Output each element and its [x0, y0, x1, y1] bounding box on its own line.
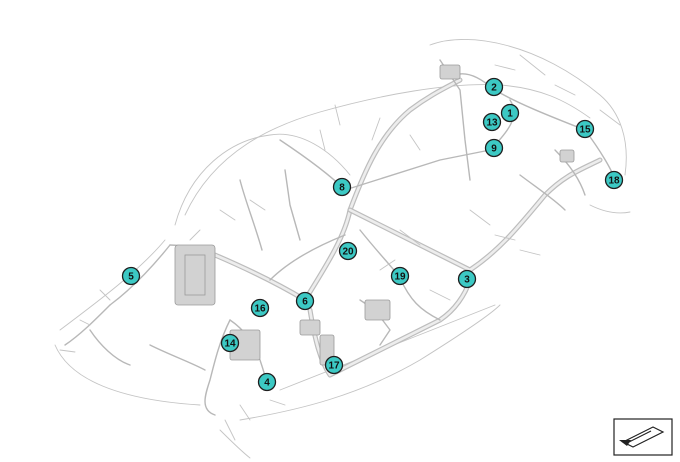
callout-13: 13 [482, 112, 502, 132]
callout-15: 15 [575, 119, 595, 139]
callout-9: 9 [484, 138, 504, 158]
callout-marker [484, 77, 504, 97]
callout-label: 5 [128, 272, 134, 283]
callout-label: 20 [342, 247, 354, 258]
callout-label: 3 [464, 275, 470, 286]
callout-label: 19 [394, 272, 406, 283]
callout-8: 8 [332, 177, 352, 197]
callout-14: 14 [220, 333, 240, 353]
callout-label: 18 [608, 176, 620, 187]
callout-marker [295, 291, 315, 311]
callout-19: 19 [390, 266, 410, 286]
callout-marker [338, 241, 358, 261]
callout-label: 2 [491, 83, 497, 94]
callout-label: 13 [486, 118, 498, 129]
callout-20: 20 [338, 241, 358, 261]
callout-label: 8 [339, 183, 345, 194]
callout-label: 14 [224, 339, 236, 350]
vehicle-outline [54, 39, 631, 459]
callout-group: 1 2 3 4 5 6 8 9 13 14 15 16 17 18 19 20 [121, 77, 624, 392]
callout-label: 9 [491, 144, 497, 155]
callout-2: 2 [484, 77, 504, 97]
callout-label: 6 [302, 297, 308, 308]
callout-marker [457, 269, 477, 289]
callout-marker [121, 266, 141, 286]
callout-17: 17 [324, 355, 344, 375]
components [174, 64, 575, 366]
callout-6: 6 [295, 291, 315, 311]
callout-label: 15 [579, 125, 591, 136]
callout-18: 18 [604, 170, 624, 190]
main-harness [212, 77, 603, 378]
callout-16: 16 [250, 298, 270, 318]
callout-marker [484, 138, 504, 158]
callout-marker [324, 355, 344, 375]
callout-3: 3 [457, 269, 477, 289]
callout-marker [257, 372, 277, 392]
callout-marker [220, 333, 240, 353]
callout-marker [575, 119, 595, 139]
callout-label: 17 [328, 361, 340, 372]
callout-marker [500, 103, 520, 123]
callout-label: 16 [254, 304, 266, 315]
callout-marker [482, 112, 502, 132]
callout-marker [604, 170, 624, 190]
callout-marker [390, 266, 410, 286]
callout-label: 1 [507, 109, 513, 120]
callout-label: 4 [264, 378, 270, 389]
callout-marker [250, 298, 270, 318]
callout-5: 5 [121, 266, 141, 286]
callout-1: 1 [500, 103, 520, 123]
callout-4: 4 [257, 372, 277, 392]
view-direction-icon [613, 418, 673, 456]
callout-marker [332, 177, 352, 197]
